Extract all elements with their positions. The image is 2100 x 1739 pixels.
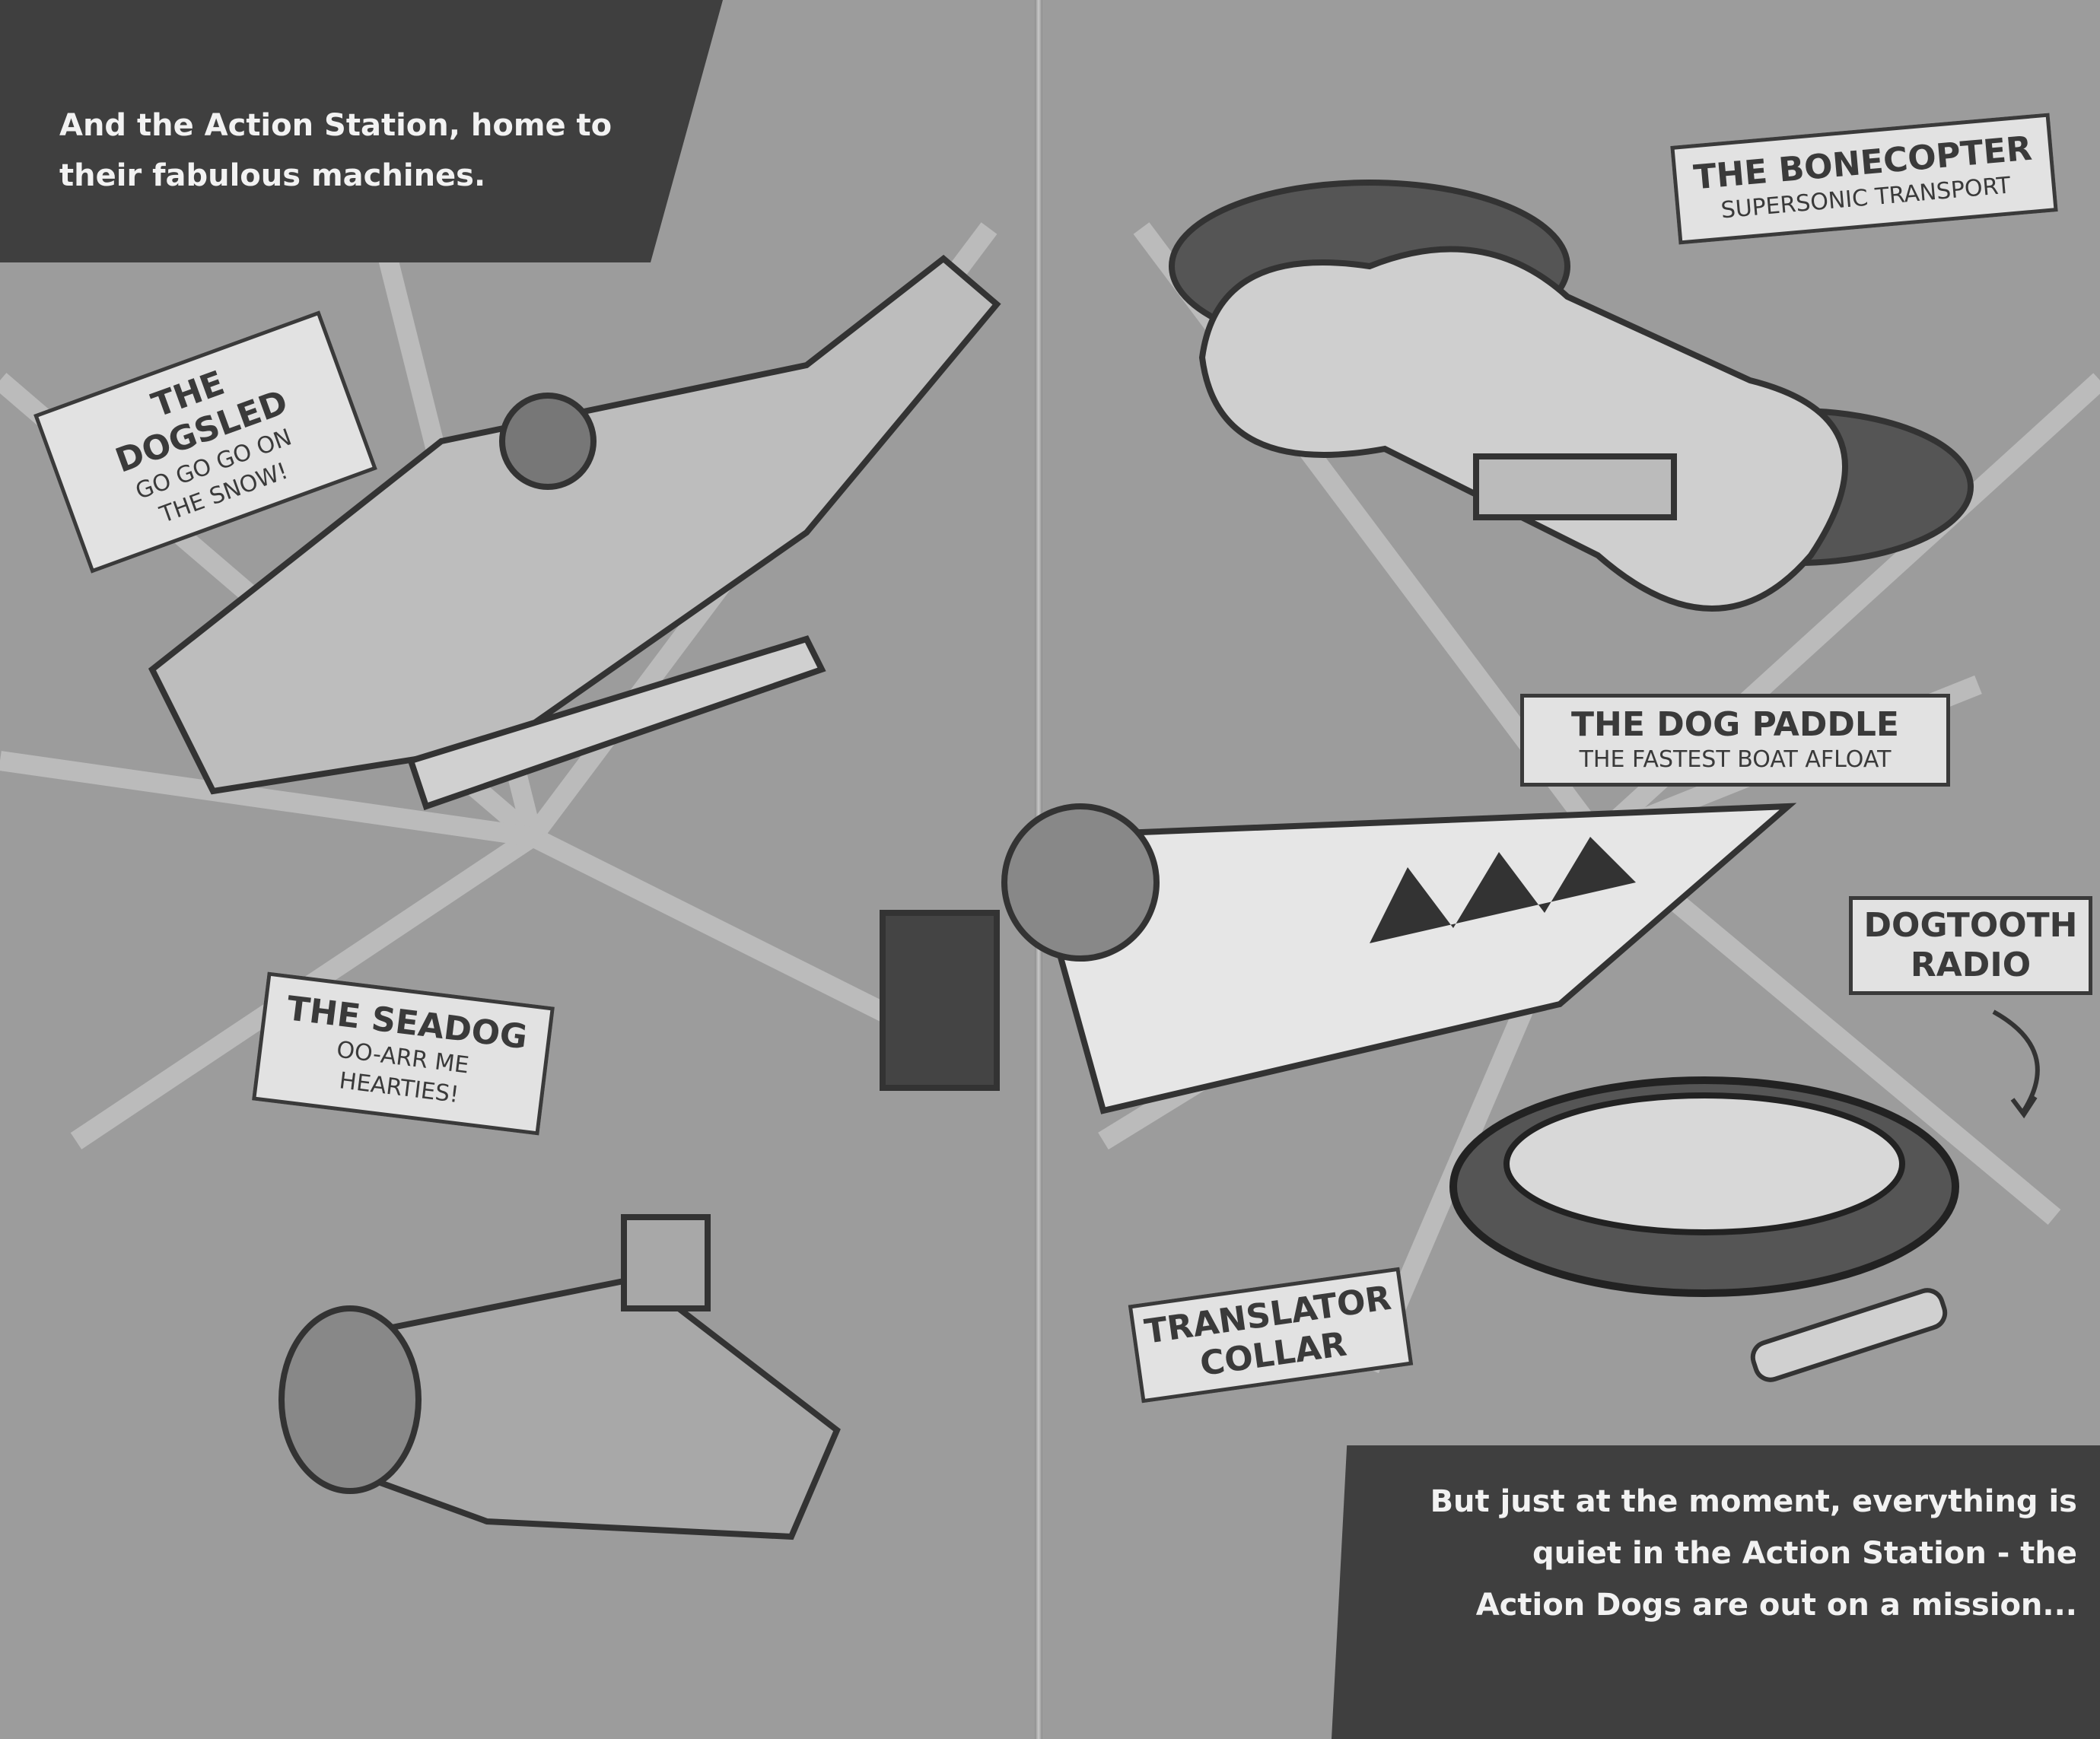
intro-line: their fabulous machines. <box>59 158 486 193</box>
outro-line: Action Dogs are out on a mission... <box>1475 1588 2077 1623</box>
dogtooth-radio-label: DOGTOOTH RADIO <box>1849 896 2092 995</box>
dogsled-illustration <box>148 254 1001 811</box>
seadog-illustration <box>278 1214 841 1540</box>
bonecopter-illustration <box>1169 180 1974 612</box>
pointer-arrow-icon <box>1992 1009 2040 1119</box>
label-title: THE DOG PADDLE <box>1571 705 1899 744</box>
intro-line: And the Action Station, home to <box>59 108 612 143</box>
translator-collar-illustration <box>1449 1076 1959 1382</box>
outro-line: But just at the moment, everything is <box>1430 1484 2077 1519</box>
outro-line: quiet in the Action Station - the <box>1532 1536 2077 1571</box>
dog-paddle-illustration <box>880 803 1797 1114</box>
label-title: RADIO <box>1910 946 2032 984</box>
label-subtitle: THE FASTEST BOAT AFLOAT <box>1579 746 1892 773</box>
label-title: DOGTOOTH <box>1863 906 2078 945</box>
dog-paddle-label: THE DOG PADDLE THE FASTEST BOAT AFLOAT <box>1520 694 1950 787</box>
outro-caption-box: But just at the moment, everything is qui… <box>1332 1445 2100 1739</box>
intro-caption-box: And the Action Station, home to their fab… <box>0 0 723 262</box>
